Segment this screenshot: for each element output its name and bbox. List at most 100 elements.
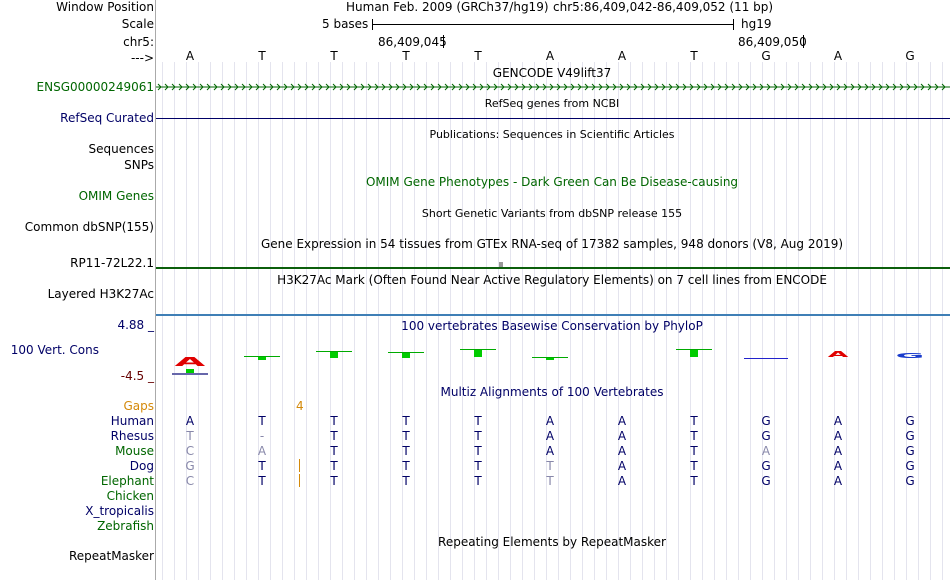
alignment-base: T	[546, 474, 554, 488]
gene-chevron	[787, 83, 792, 91]
phylop-letter: G	[896, 351, 925, 360]
alignment-base: T	[330, 429, 338, 443]
window-position-label: Window Position	[56, 0, 154, 14]
gene-chevron	[913, 83, 918, 91]
gene-chevron	[584, 83, 589, 91]
repeatmasker-track-label[interactable]: RepeatMasker	[68, 549, 154, 563]
h3k27-track-label[interactable]: Layered H3K27Ac	[47, 287, 154, 301]
gene-chevron	[451, 83, 456, 91]
gene-chevron	[465, 83, 470, 91]
scale-db: hg19	[741, 17, 772, 31]
gene-chevron	[157, 83, 162, 91]
phylop-title: 100 vertebrates Basewise Conservation by…	[401, 319, 703, 333]
phylop-bar	[186, 369, 194, 373]
alignment-base: A	[833, 414, 843, 428]
position-readout: chr5:86,409,042-86,409,052 (11 bp)	[553, 0, 774, 14]
gene-chevron	[388, 83, 393, 91]
scale-label: Scale	[121, 17, 154, 31]
alignment-base: C	[185, 474, 195, 488]
gene-chevron	[766, 83, 771, 91]
alignment-base: A	[257, 444, 267, 458]
gene-chevron	[332, 83, 337, 91]
coord-label-1: 86,409,045	[378, 35, 447, 49]
gene-chevron	[325, 83, 330, 91]
gene-chevron	[941, 83, 946, 91]
alignment-base: G	[761, 474, 771, 488]
rp11-track-label[interactable]: RP11-72L22.1	[70, 256, 154, 270]
sequences-track-label[interactable]: Sequences	[88, 142, 154, 156]
phylop-baseline	[676, 349, 712, 350]
refseq-feature-line[interactable]	[156, 118, 950, 119]
species-label-human[interactable]: Human	[110, 414, 154, 428]
gene-chevron	[626, 83, 631, 91]
gene-chevron	[535, 83, 540, 91]
omim-track-label[interactable]: OMIM Genes	[78, 189, 154, 203]
alignment-base: G	[905, 414, 915, 428]
gene-chevron	[843, 83, 848, 91]
assembly-title: Human Feb. 2009 (GRCh37/hg19)	[346, 0, 549, 14]
phylop-baseline	[316, 351, 352, 352]
species-label-chicken[interactable]: Chicken	[106, 489, 154, 503]
gene-chevron	[598, 83, 603, 91]
phylop-baseline	[244, 356, 280, 357]
gene-chevron	[276, 83, 281, 91]
alignment-base: A	[545, 444, 555, 458]
alignment-base: T	[474, 444, 482, 458]
refseq-track-label[interactable]: RefSeq Curated	[60, 111, 154, 125]
alignment-base: A	[185, 414, 195, 428]
gene-chevron	[864, 83, 869, 91]
base-letter: A	[185, 49, 195, 63]
gene-chevron	[871, 83, 876, 91]
gene-chevron	[255, 83, 260, 91]
species-label-dog[interactable]: Dog	[129, 459, 154, 473]
alignment-base: A	[833, 474, 843, 488]
gtex-feature-bar[interactable]	[156, 267, 950, 269]
alignment-base: T	[690, 459, 698, 473]
gene-feature-arrows[interactable]	[156, 81, 950, 93]
alignment-base: A	[761, 444, 771, 458]
gene-chevron	[353, 83, 358, 91]
gene-chevron	[290, 83, 295, 91]
species-label-zebrafish[interactable]: Zebrafish	[97, 519, 154, 533]
phylop-bar	[546, 358, 554, 360]
alignment-base: A	[545, 414, 555, 428]
gene-chevron	[927, 83, 932, 91]
gene-chevron	[304, 83, 309, 91]
species-label-x_tropicalis[interactable]: X_tropicalis	[85, 504, 154, 518]
h3k27-signal[interactable]	[156, 314, 950, 316]
coord-tick-1	[443, 35, 444, 48]
snps-track-label[interactable]: SNPs	[124, 158, 154, 172]
cons-min-label: -4.5 _	[120, 369, 154, 383]
gene-chevron	[402, 83, 407, 91]
dbsnp-track-label[interactable]: Common dbSNP(155)	[24, 220, 154, 234]
gene-chevron	[724, 83, 729, 91]
alignment-base: C	[185, 444, 195, 458]
repeatmasker-title: Repeating Elements by RepeatMasker	[438, 535, 666, 549]
gene-chevron	[500, 83, 505, 91]
alignment-base: -	[259, 429, 265, 443]
gene-chevron	[836, 83, 841, 91]
cons-max-label: 4.88 _	[117, 318, 154, 332]
gene-chevron	[591, 83, 596, 91]
gene-chevron	[549, 83, 554, 91]
cons-track-label[interactable]: 100 Vert. Cons	[10, 343, 99, 357]
gene-chevron	[297, 83, 302, 91]
gene-track-label[interactable]: ENSG00000249061	[36, 80, 154, 94]
alignment-base: A	[617, 444, 627, 458]
gene-chevron	[640, 83, 645, 91]
gene-chevron	[171, 83, 176, 91]
alignment-base: G	[905, 444, 915, 458]
gene-chevron	[633, 83, 638, 91]
coord-label-2: 86,409,050	[738, 35, 807, 49]
gene-chevron	[178, 83, 183, 91]
scale-bar-left-tick	[372, 19, 373, 30]
phylop-bar	[744, 358, 788, 359]
gtex-marker	[499, 262, 503, 267]
phylop-baseline	[388, 352, 424, 353]
species-label-mouse[interactable]: Mouse	[115, 444, 154, 458]
species-label-elephant[interactable]: Elephant	[100, 474, 154, 488]
chr-label: chr5:	[123, 35, 154, 49]
species-label-rhesus[interactable]: Rhesus	[110, 429, 154, 443]
gene-chevron	[801, 83, 806, 91]
